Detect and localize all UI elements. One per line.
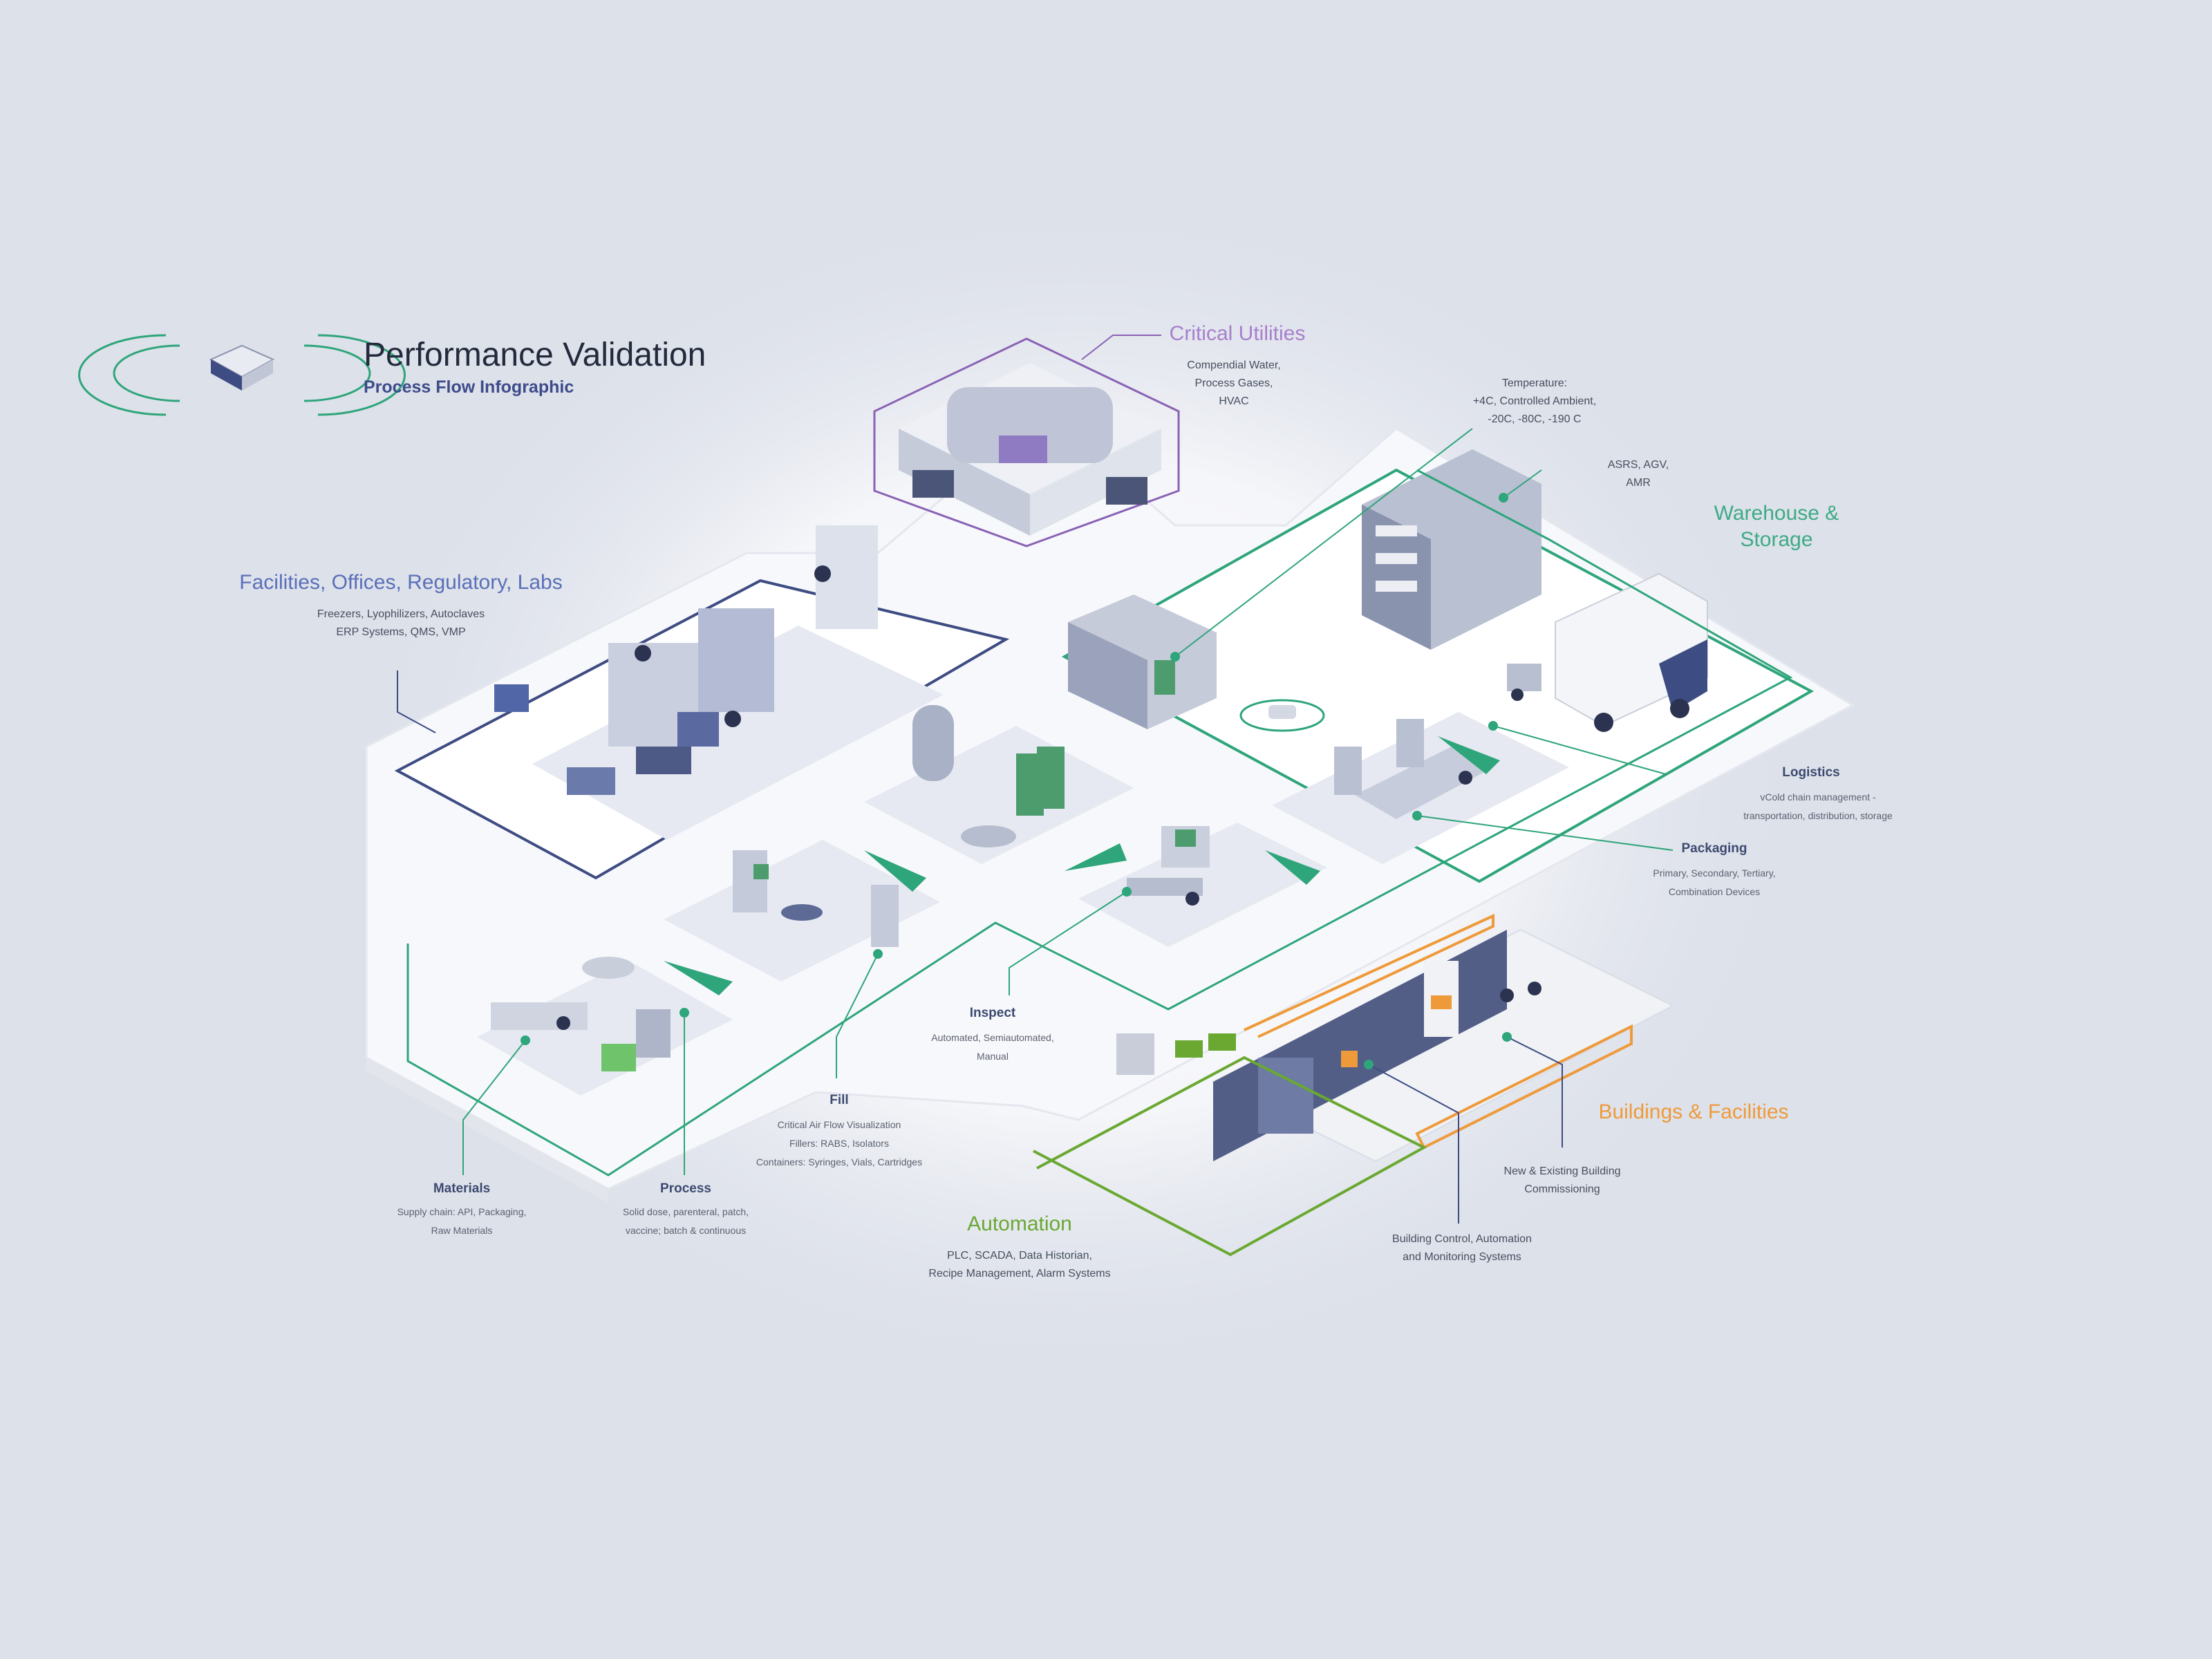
warehouse-temperature: Temperature: +4C, Controlled Ambient, -2…	[1472, 377, 1597, 425]
automation-outline	[1033, 1056, 1427, 1257]
inspect-title: Inspect	[969, 1006, 1016, 1020]
page-title: Performance Validation	[364, 337, 706, 373]
buildings-title: Buildings & Facilities	[1598, 1100, 1789, 1123]
leader-lines-navy	[397, 671, 1563, 1224]
critical-utilities-title: Critical Utilities	[1169, 322, 1306, 345]
logistics-title: Logistics	[1782, 765, 1840, 780]
connector-dots	[521, 493, 1512, 1069]
buildings-facilities-block	[1116, 928, 1675, 1163]
process-body: Solid dose, parenteral, patch, vaccine; …	[622, 1206, 749, 1236]
automation-body: PLC, SCADA, Data Historian, Recipe Manag…	[928, 1250, 1111, 1280]
materials-title: Materials	[433, 1181, 491, 1196]
process-zone	[664, 840, 940, 982]
inspect-body: Automated, Semiautomated, Manual	[931, 1032, 1054, 1062]
fill-body: Critical Air Flow Visualization Fillers:…	[756, 1119, 923, 1168]
flow-arrows	[664, 736, 1500, 995]
facilities-labs-body: Freezers, Lyophilizers, Autoclaves ERP S…	[317, 608, 485, 638]
process-title: Process	[660, 1181, 711, 1196]
fill-title: Fill	[830, 1093, 849, 1107]
critical-utilities-building	[873, 337, 1180, 547]
buildings-control: Building Control, Automation and Monitor…	[1392, 1233, 1532, 1263]
facilities-labs-zone	[394, 525, 1010, 880]
packaging-title: Packaging	[1681, 841, 1747, 856]
materials-body: Supply chain: API, Packaging, Raw Materi…	[397, 1206, 527, 1236]
automation-title: Automation	[967, 1212, 1072, 1235]
packaging-zone	[1272, 712, 1569, 864]
inspect-zone	[1078, 823, 1327, 947]
facilities-labs-title: Facilities, Offices, Regulatory, Labs	[239, 571, 563, 594]
leader-lines	[462, 428, 1674, 1175]
perimeter-flow-line	[406, 469, 1793, 1177]
fill-zone	[864, 705, 1134, 864]
buildings-commissioning: New & Existing Building Commissioning	[1503, 1165, 1621, 1195]
materials-zone	[477, 957, 733, 1096]
critical-utilities-body: Compendial Water, Process Gases, HVAC	[1187, 359, 1281, 407]
buildings-outline	[1244, 913, 1633, 1150]
warehouse-title: Warehouse & Storage	[1714, 502, 1839, 551]
warehouse-zone	[1061, 449, 1815, 883]
packaging-body: Primary, Secondary, Tertiary, Combinatio…	[1653, 868, 1776, 897]
warehouse-asrs: ASRS, AGV, AMR	[1607, 459, 1669, 489]
robot-vacuum-icon	[78, 334, 406, 416]
page-subtitle: Process Flow Infographic	[364, 377, 574, 397]
logistics-body: vCold chain management - transportation,…	[1743, 791, 1893, 821]
utilities-leader	[1081, 335, 1161, 360]
